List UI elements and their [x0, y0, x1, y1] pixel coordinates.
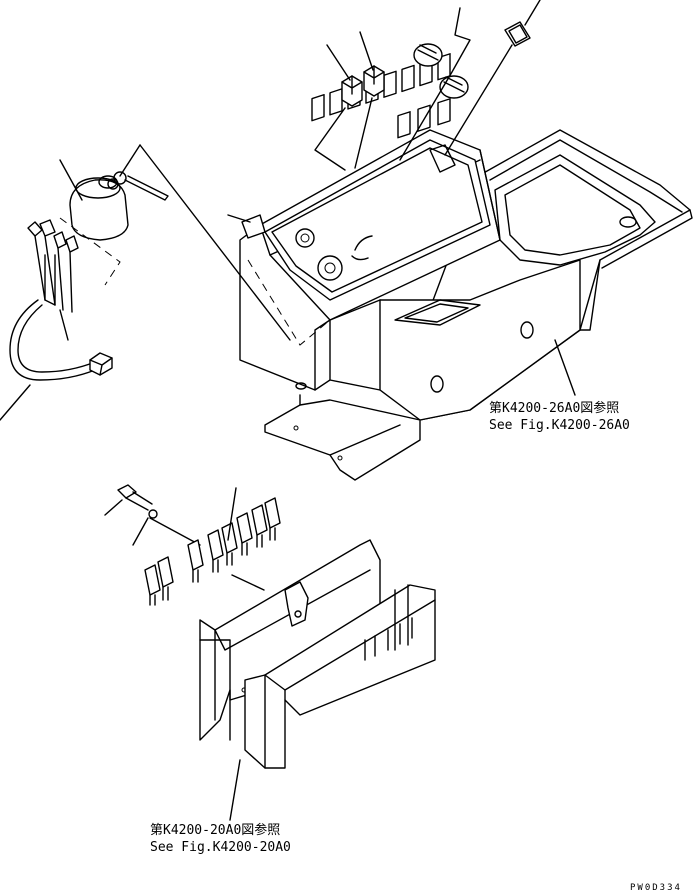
upper-reference-jp: 第K4200-26A0図参照	[489, 400, 619, 416]
upper-reference-en: See Fig.K4200-26A0	[489, 418, 630, 433]
fuse-box-assembly	[104, 339, 576, 821]
knob-hole	[317, 255, 343, 281]
drawing-code: PW0D334	[630, 883, 682, 893]
key-switch-hole	[295, 228, 315, 248]
key-ring	[113, 171, 127, 185]
key-switch-assembly	[0, 144, 291, 421]
lower-reference-en: See Fig.K4200-20A0	[150, 840, 291, 855]
loose-parts	[227, 0, 541, 223]
washer	[148, 509, 158, 519]
indicator-lens	[504, 21, 531, 47]
lower-reference-jp: 第K4200-20A0図参照	[150, 822, 280, 838]
console-assembly	[239, 53, 693, 481]
